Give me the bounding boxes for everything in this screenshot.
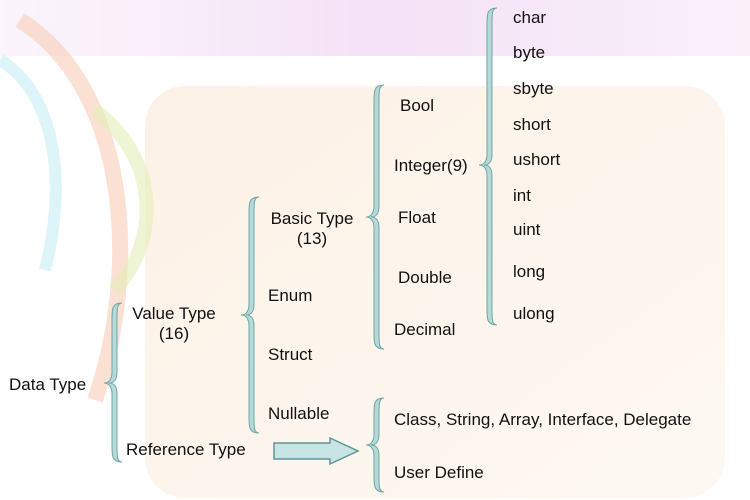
background-panel <box>145 86 725 498</box>
class-string-array-interface-delegate-label: Class, String, Array, Interface, Delegat… <box>394 410 692 429</box>
basic-type-label: Basic Type <box>270 209 354 228</box>
uint-label: uint <box>513 220 541 239</box>
ulong-label: ulong <box>513 304 555 323</box>
char-label: char <box>513 8 547 27</box>
reference-arrow <box>273 436 360 466</box>
reference-bracket <box>365 397 385 493</box>
basic-type-node: Basic Type (13) <box>264 209 360 249</box>
double-label: Double <box>398 268 452 287</box>
bracket-group <box>103 7 498 493</box>
long-label: long <box>513 262 546 281</box>
basic-type-count: (13) <box>296 229 328 248</box>
integer-label: Integer(9) <box>394 156 468 175</box>
basic-type-bracket <box>365 84 385 350</box>
decimal-label: Decimal <box>394 320 456 339</box>
reference-type-label: Reference Type <box>126 440 246 459</box>
struct-label: Struct <box>268 345 313 364</box>
user-define-label: User Define <box>394 463 484 482</box>
decorative-arc-green <box>90 104 154 295</box>
ushort-label: ushort <box>513 150 561 169</box>
bool-label: Bool <box>400 96 435 115</box>
value-type-count: (16) <box>158 324 190 343</box>
nullable-label: Nullable <box>268 404 330 423</box>
value-type-bracket <box>240 196 260 434</box>
root-bracket <box>103 302 123 463</box>
arrow-group <box>273 436 360 466</box>
decorative-arc-orange <box>15 13 129 403</box>
value-type-label: Value Type <box>132 304 216 323</box>
decorative-arc-cyan <box>0 54 62 272</box>
float-label: Float <box>398 208 436 227</box>
top-band <box>0 0 750 56</box>
value-type-node: Value Type (16) <box>122 304 226 344</box>
enum-label: Enum <box>268 286 313 305</box>
int-label: int <box>513 186 531 205</box>
sbyte-label: sbyte <box>513 79 554 98</box>
byte-label: byte <box>513 43 546 62</box>
short-label: short <box>513 115 551 134</box>
integer-bracket <box>478 7 498 326</box>
root-node-label: Data Type <box>9 375 87 394</box>
